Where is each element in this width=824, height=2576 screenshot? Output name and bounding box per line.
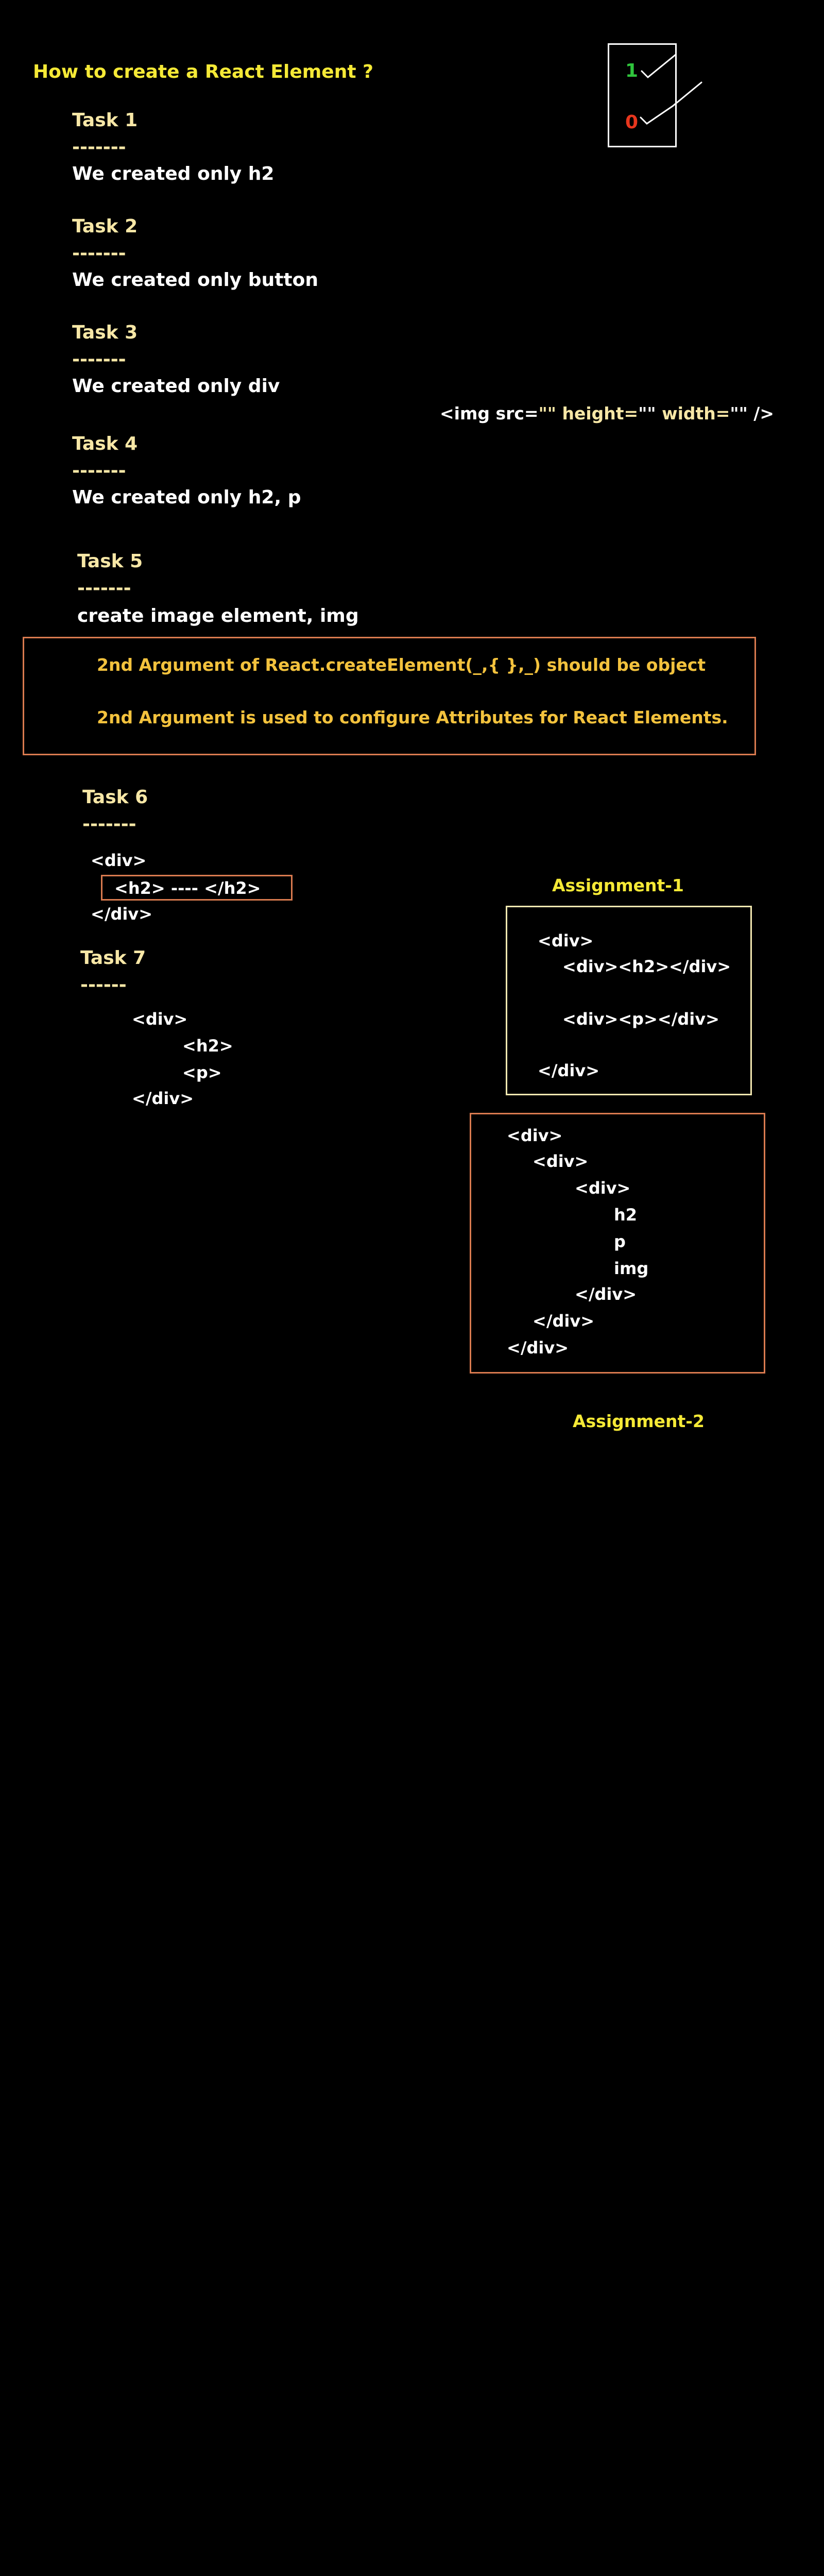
code-line: <div> xyxy=(91,851,147,870)
argument-note-box xyxy=(23,637,756,755)
assignment-title: Assignment-1 xyxy=(552,875,684,895)
img-tag-open: <img src= xyxy=(440,403,539,423)
assignment-box xyxy=(470,1113,765,1374)
task-description: We created only h2 xyxy=(72,163,274,184)
code-line: h2 xyxy=(614,1205,638,1225)
code-line: <div> xyxy=(132,1009,188,1029)
task-title: Task 4 xyxy=(72,433,138,454)
code-line: <h2> xyxy=(182,1036,233,1056)
img-tag-close: /> xyxy=(747,403,775,423)
code-line: <div> xyxy=(533,1151,589,1171)
task-divider: ------- xyxy=(72,460,126,481)
code-line: <div> xyxy=(538,931,594,951)
img-height-value: "" xyxy=(638,403,656,423)
assignment-box xyxy=(506,906,752,1095)
counter-one: 1 xyxy=(625,60,639,81)
task-description: We created only button xyxy=(72,269,318,291)
img-width-value: "" xyxy=(730,403,748,423)
task-description: We created only div xyxy=(72,376,280,397)
task-divider: ------- xyxy=(82,814,136,835)
task-divider: ------- xyxy=(72,349,126,370)
counter-box xyxy=(608,43,677,147)
counter-zero: 0 xyxy=(625,112,639,133)
img-src-value: "" xyxy=(538,403,556,423)
img-tag-example: <img src="" height="" width="" /> xyxy=(440,405,774,422)
task-description: We created only h2, p xyxy=(72,487,301,508)
task-description: create image element, img xyxy=(77,605,359,626)
img-width-attr: width= xyxy=(656,403,730,423)
task-title: Task 5 xyxy=(77,551,143,572)
task-title: Task 2 xyxy=(72,216,138,237)
page-title: How to create a React Element ? xyxy=(33,61,373,82)
task-divider: ------- xyxy=(77,578,131,599)
code-line: <div><h2></div> xyxy=(562,957,731,976)
code-line: <p> xyxy=(182,1063,222,1082)
code-line: </div> xyxy=(533,1311,595,1331)
code-line: img xyxy=(614,1259,649,1278)
checkmark-icon xyxy=(640,54,702,125)
code-line: <h2> ---- </h2> xyxy=(114,878,261,898)
task-divider: ------- xyxy=(72,137,126,158)
img-height-attr: height= xyxy=(556,403,639,423)
code-line: </div> xyxy=(91,904,153,924)
code-line: <div><p></div> xyxy=(562,1009,719,1029)
code-line: p xyxy=(614,1232,626,1251)
assignment-title: Assignment-2 xyxy=(573,1411,705,1431)
task-title: Task 1 xyxy=(72,110,138,131)
task-title: Task 3 xyxy=(72,322,138,343)
argument-note-line: 2nd Argument is used to configure Attrib… xyxy=(97,707,728,727)
code-line: </div> xyxy=(507,1338,569,1358)
argument-note-line: 2nd Argument of React.createElement(_,{ … xyxy=(97,655,706,675)
code-line: </div> xyxy=(538,1061,600,1080)
task-divider: ------- xyxy=(72,243,126,264)
task-divider: ------ xyxy=(80,974,127,995)
code-line: <div> xyxy=(507,1126,563,1145)
task-title: Task 6 xyxy=(82,787,148,808)
code-line: </div> xyxy=(132,1089,194,1108)
code-line: </div> xyxy=(575,1284,637,1304)
code-line: <div> xyxy=(575,1178,631,1198)
highlight-box xyxy=(101,875,293,901)
task-title: Task 7 xyxy=(80,947,146,969)
